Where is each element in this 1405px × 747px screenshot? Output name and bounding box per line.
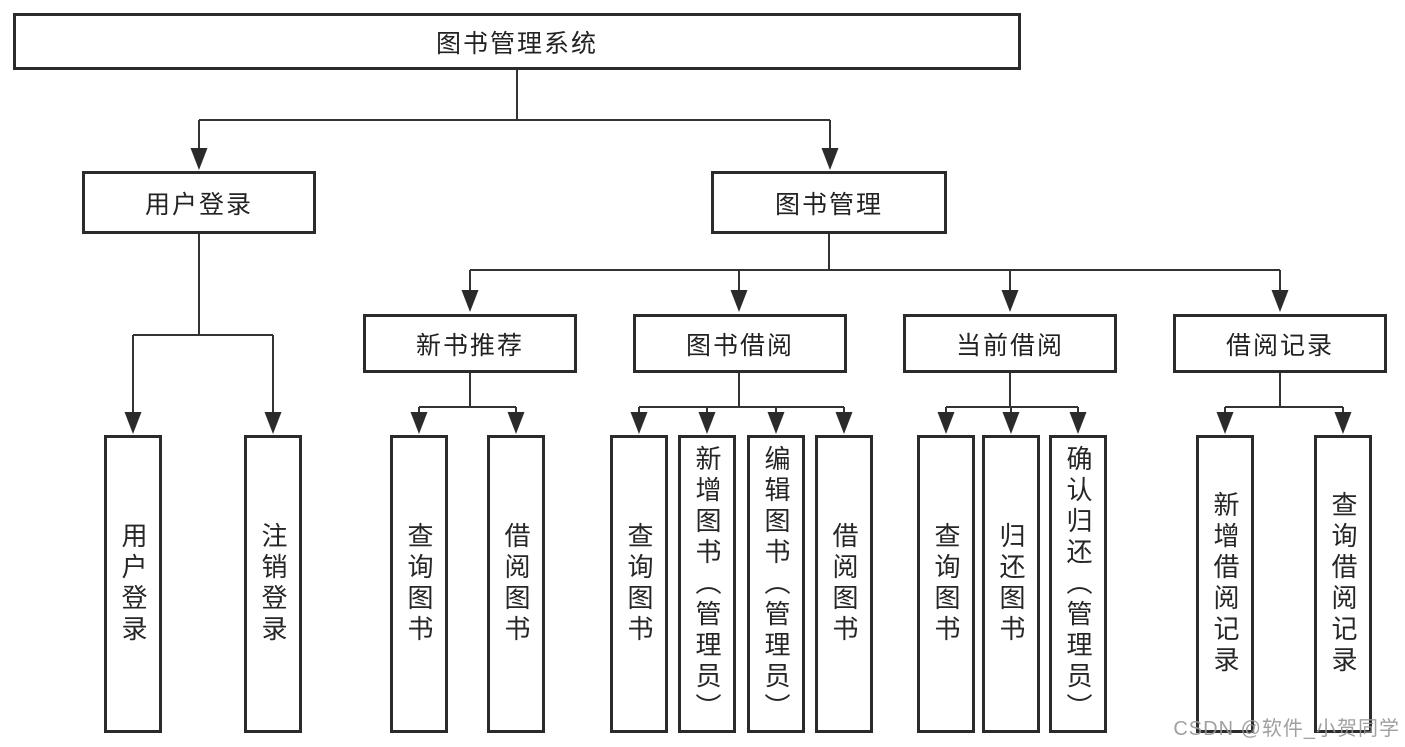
node-user-login: 用户登录 <box>82 171 316 234</box>
leaf-borrow-books-1-label: 借阅图书 <box>501 522 531 646</box>
node-library-management-system-label: 图书管理系统 <box>435 29 598 58</box>
leaf-edit-books-admin-label: 编辑图书（管理员） <box>761 444 791 724</box>
node-book-borrowing-label: 图书借阅 <box>685 331 794 360</box>
node-borrowing-records: 借阅记录 <box>1173 314 1387 373</box>
leaf-borrow-books-1: 借阅图书 <box>487 435 545 733</box>
leaf-confirm-return-admin: 确认归还（管理员） <box>1049 435 1107 733</box>
node-book-borrowing: 图书借阅 <box>633 314 847 373</box>
node-book-management: 图书管理 <box>711 171 947 234</box>
leaf-add-books-admin: 新增图书（管理员） <box>678 435 736 733</box>
leaf-add-borrow-record-label: 新增借阅记录 <box>1210 491 1240 677</box>
leaf-query-books-2-label: 查询图书 <box>624 522 654 646</box>
node-library-management-system: 图书管理系统 <box>13 13 1021 70</box>
leaf-query-borrow-record-label: 查询借阅记录 <box>1328 491 1358 677</box>
node-book-management-label: 图书管理 <box>774 190 883 219</box>
leaf-confirm-return-admin-label: 确认归还（管理员） <box>1063 444 1093 724</box>
leaf-query-books-1: 查询图书 <box>390 435 448 733</box>
leaf-add-borrow-record: 新增借阅记录 <box>1196 435 1254 733</box>
leaf-logout: 注销登录 <box>244 435 302 733</box>
node-borrowing-records-label: 借阅记录 <box>1225 331 1334 360</box>
node-new-book-recommend: 新书推荐 <box>363 314 577 373</box>
leaf-query-books-1-label: 查询图书 <box>404 522 434 646</box>
node-new-book-recommend-label: 新书推荐 <box>415 331 524 360</box>
leaf-user-login: 用户登录 <box>104 435 162 733</box>
leaf-return-books: 归还图书 <box>982 435 1040 733</box>
node-user-login-label: 用户登录 <box>144 190 253 219</box>
leaf-edit-books-admin: 编辑图书（管理员） <box>747 435 805 733</box>
node-current-borrowing: 当前借阅 <box>903 314 1117 373</box>
leaf-query-borrow-record: 查询借阅记录 <box>1314 435 1372 733</box>
leaf-query-books-3-label: 查询图书 <box>931 522 961 646</box>
leaf-user-login-label: 用户登录 <box>118 522 148 646</box>
leaf-query-books-2: 查询图书 <box>610 435 668 733</box>
leaf-return-books-label: 归还图书 <box>996 522 1026 646</box>
csdn-watermark: CSDN @软件_小贺同学 <box>1173 718 1400 740</box>
arrowheads <box>124 148 1352 434</box>
leaf-logout-label: 注销登录 <box>258 522 288 646</box>
leaf-borrow-books-2-label: 借阅图书 <box>829 522 859 646</box>
leaf-query-books-3: 查询图书 <box>917 435 975 733</box>
leaf-add-books-admin-label: 新增图书（管理员） <box>692 444 722 724</box>
node-current-borrowing-label: 当前借阅 <box>955 331 1064 360</box>
leaf-borrow-books-2: 借阅图书 <box>815 435 873 733</box>
